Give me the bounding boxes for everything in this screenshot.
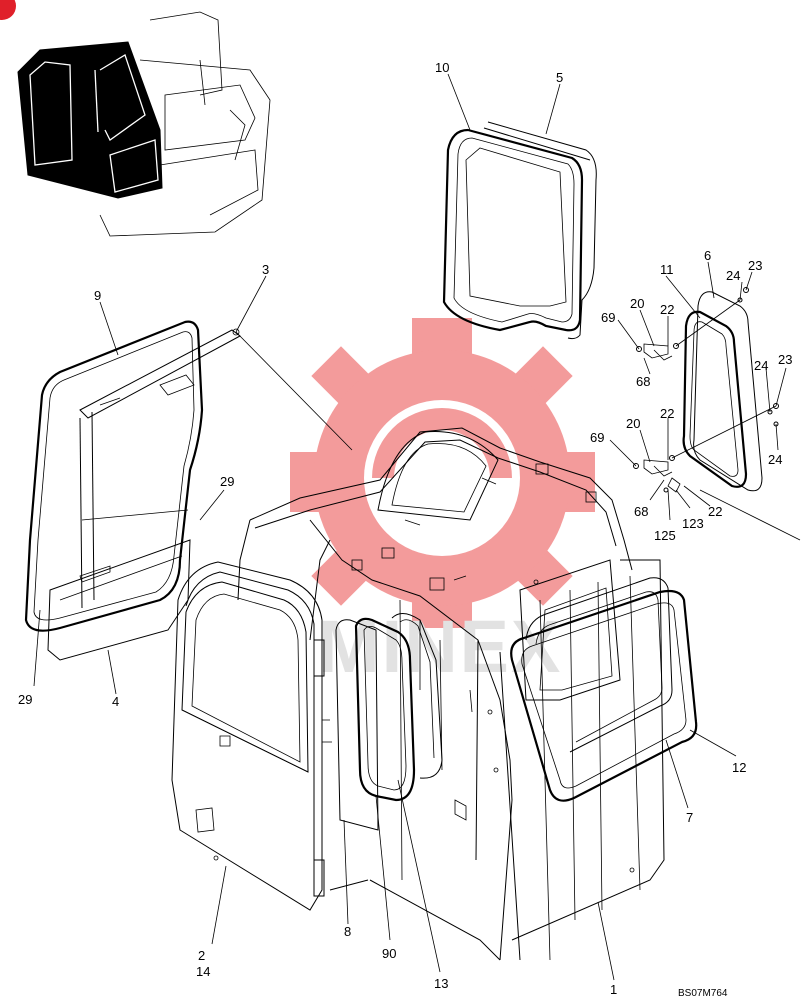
part-12-rear-glass-frame: [510, 589, 698, 802]
part-90-door-seal: [354, 617, 416, 802]
callout-24b: 24: [754, 358, 768, 373]
callout-labels: 10 5 9 3 29 29 4 11 6 24 23 20 22 69 68 …: [18, 60, 792, 997]
part-4-lower-rear-panel: [47, 374, 195, 661]
callout-125: 125: [654, 528, 676, 543]
leader-lines: [33, 73, 801, 981]
part-7-rear-seal: [525, 577, 673, 753]
drawing-code: BS07M764: [678, 988, 728, 999]
callout-90: 90: [382, 946, 396, 961]
callout-20b: 20: [626, 416, 640, 431]
part-1-cab-body: [237, 427, 665, 961]
part-2-cab-door: [171, 561, 332, 911]
callout-14: 14: [196, 964, 210, 979]
corner-badge: [0, 0, 16, 20]
callout-7: 7: [686, 810, 693, 825]
callout-10: 10: [435, 60, 449, 75]
part-3-support-bar: [79, 328, 241, 609]
hinge-hardware-upper: [636, 343, 679, 361]
part-9-rear-seal: [24, 320, 204, 632]
part-13-door-rail: [391, 613, 443, 779]
callout-8: 8: [344, 924, 351, 939]
callout-23b: 23: [778, 352, 792, 367]
callout-22c: 22: [708, 504, 722, 519]
callout-3: 3: [262, 262, 269, 277]
callout-5: 5: [556, 70, 563, 85]
callout-22b: 22: [660, 406, 674, 421]
callout-1: 1: [610, 982, 617, 997]
part-10-glass-seal: [442, 128, 584, 332]
callout-69a: 69: [601, 310, 615, 325]
callout-24a: 24: [726, 268, 740, 283]
callout-23a: 23: [748, 258, 762, 273]
callout-4: 4: [112, 694, 119, 709]
callout-6: 6: [704, 248, 711, 263]
callout-13: 13: [434, 976, 448, 991]
fastener-23-upper: [743, 287, 749, 293]
callout-123: 123: [682, 516, 704, 531]
part-8-door-glass: [335, 619, 379, 831]
callout-2: 2: [198, 948, 205, 963]
callout-24c: 24: [768, 452, 782, 467]
callout-68b: 68: [634, 504, 648, 519]
callout-12: 12: [732, 760, 746, 775]
callout-20a: 20: [630, 296, 644, 311]
machine-overview-thumbnail: [17, 11, 271, 237]
part-6-side-window-frame: [693, 291, 763, 492]
part-5-outer-frame: [483, 121, 597, 340]
callout-11: 11: [660, 262, 674, 277]
hinge-hardware-lower: [633, 455, 681, 493]
callout-29a: 29: [220, 474, 234, 489]
fastener-23-lower: [773, 403, 779, 409]
part-11-side-window-seal: [682, 310, 748, 488]
callout-69b: 69: [590, 430, 604, 445]
watermark-gear-icon: [290, 318, 595, 628]
callout-9: 9: [94, 288, 101, 303]
callout-29b: 29: [18, 692, 32, 707]
callout-22a: 22: [660, 302, 674, 317]
callout-68a: 68: [636, 374, 650, 389]
